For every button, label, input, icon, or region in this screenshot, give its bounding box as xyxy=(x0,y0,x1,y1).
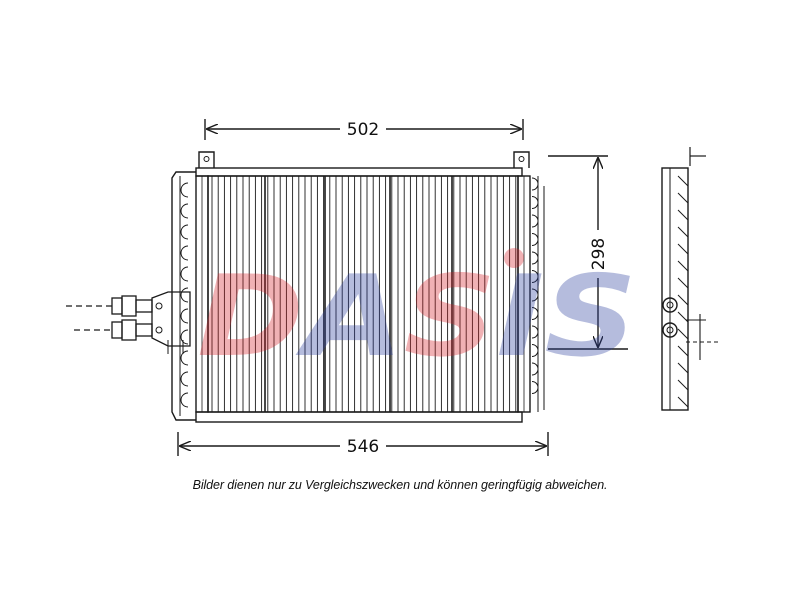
watermark-letter: A xyxy=(295,252,404,382)
tube-bend xyxy=(531,177,539,191)
tube-bend xyxy=(531,214,539,228)
side-fin-tooth xyxy=(677,362,689,374)
tube-bend xyxy=(180,266,189,282)
side-fin-tooth xyxy=(677,396,689,408)
tube-bend xyxy=(180,245,189,261)
watermark-letter: D xyxy=(197,252,304,382)
watermark-letter: I xyxy=(496,252,544,382)
condenser-side-view xyxy=(661,147,720,411)
disclaimer-caption: Bilder dienen nur zu Vergleichszwecken u… xyxy=(192,478,608,492)
tube-bend xyxy=(531,196,539,209)
side-fin-tooth xyxy=(677,192,689,204)
side-fin-tooth xyxy=(677,345,689,357)
tube-bend xyxy=(180,287,189,303)
top-width-dimension: 502 xyxy=(204,119,524,140)
watermark-letter: S xyxy=(404,252,497,382)
height-label: 298 xyxy=(589,238,609,270)
side-fin-tooth xyxy=(677,379,689,391)
pipe-connector-icon xyxy=(66,291,191,354)
tube-bend xyxy=(180,203,189,219)
side-fin-tooth xyxy=(677,260,689,272)
top-width-label: 502 xyxy=(347,120,379,140)
tube-bend xyxy=(180,350,189,366)
condenser-front-view xyxy=(171,151,545,423)
tube-bend xyxy=(180,182,189,198)
watermark-letter: S xyxy=(544,252,637,382)
watermark-dot xyxy=(504,248,524,268)
side-fin-tooth xyxy=(677,226,689,238)
tube-bend xyxy=(531,381,539,394)
side-fin-tooth xyxy=(677,328,689,340)
tube-bend xyxy=(180,392,189,408)
side-fin-tooth xyxy=(677,294,689,306)
bottom-width-dimension: 546 xyxy=(177,432,549,457)
tube-bend xyxy=(180,224,189,240)
side-fin-tooth xyxy=(677,209,689,221)
side-fin-tooth xyxy=(677,243,689,255)
side-fin-tooth xyxy=(677,175,689,187)
bottom-width-label: 546 xyxy=(347,437,379,457)
side-fin-tooth xyxy=(677,277,689,289)
tube-bend xyxy=(180,308,189,324)
tube-bend xyxy=(180,371,189,387)
tube-bend xyxy=(531,233,539,246)
height-dimension: 298 xyxy=(548,155,628,350)
tube-bend xyxy=(180,329,189,345)
